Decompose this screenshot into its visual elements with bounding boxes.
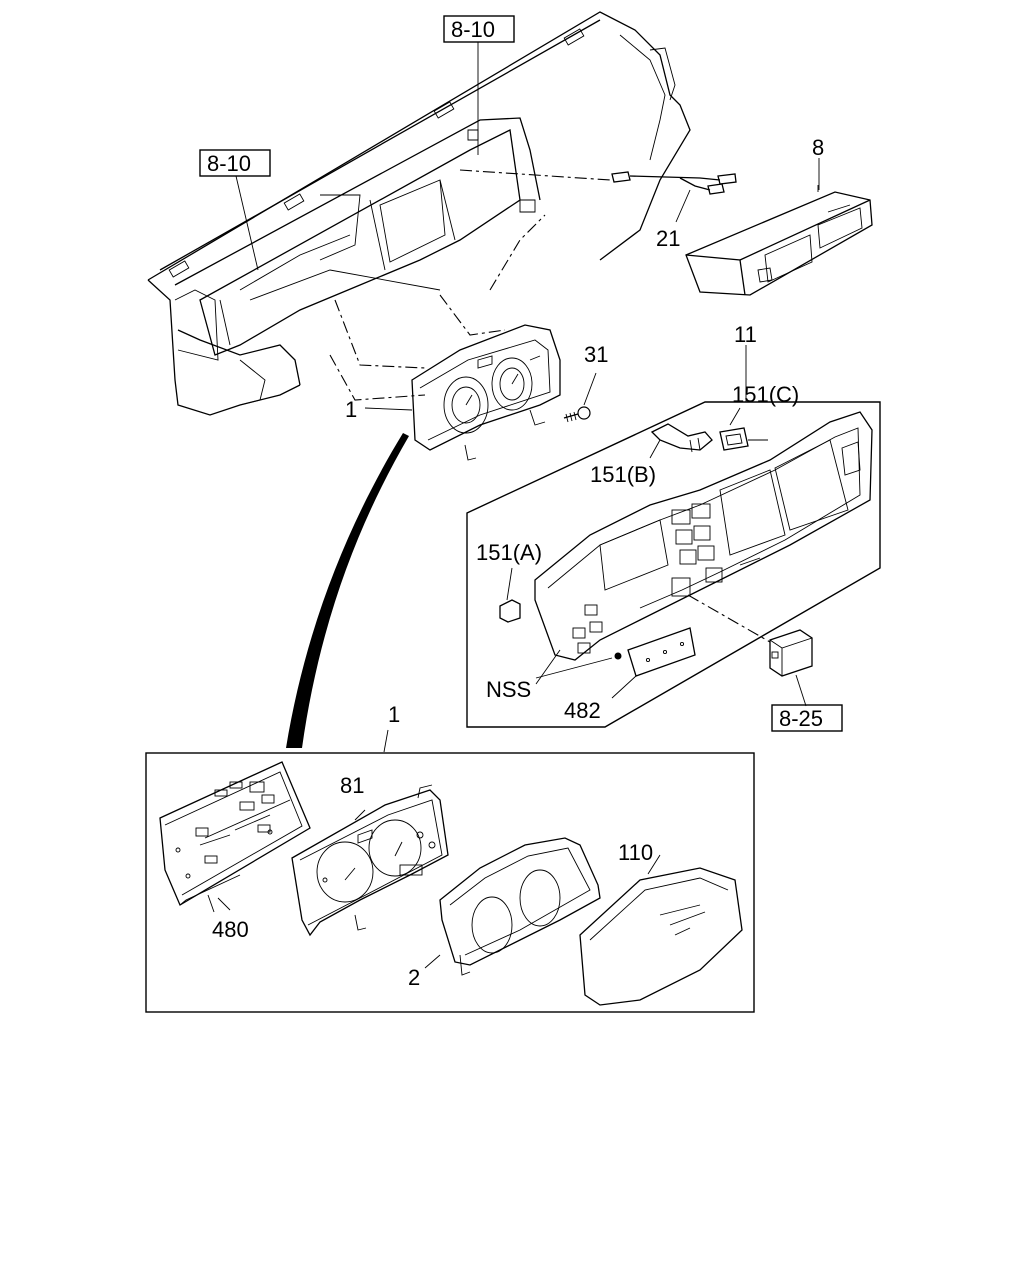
ref-box-bottom-right <box>771 704 843 732</box>
part-151b-bracket <box>649 423 713 459</box>
part-11-bezel <box>534 411 873 661</box>
part-8-radio <box>685 185 873 296</box>
part-21-harness <box>611 171 737 223</box>
part-110-lens <box>579 854 743 1006</box>
label-part-8: 8 <box>812 135 824 160</box>
label-part-2: 2 <box>408 965 420 990</box>
part-482-plate <box>611 627 696 699</box>
label-part-151b: 151(B) <box>590 462 656 487</box>
label-part-11: 11 <box>734 322 757 347</box>
label-part-110: 110 <box>618 840 653 865</box>
leader-lines-dashboard <box>329 169 611 401</box>
label-part-1-bottom: 1 <box>388 702 400 727</box>
nss-screw <box>535 649 622 685</box>
part-81-gauge-face <box>291 784 449 937</box>
ref-box-top <box>443 15 515 43</box>
part-11-group-box <box>466 401 881 728</box>
part-151c-clip <box>719 407 768 451</box>
part-31-screw <box>563 372 597 423</box>
label-part-31: 31 <box>584 342 608 367</box>
label-part-482: 482 <box>564 698 601 723</box>
label-part-81: 81 <box>340 773 364 798</box>
part-151a-clip <box>499 567 521 623</box>
exploded-group-box <box>145 729 755 1013</box>
labels: 8-10 8-10 8-25 8 21 11 31 1 151(C) 151(B… <box>199 15 843 990</box>
label-nss: NSS <box>486 677 531 702</box>
part-480-circuit-board <box>159 761 311 911</box>
label-part-1-top: 1 <box>345 397 357 422</box>
label-part-480: 480 <box>212 917 249 942</box>
label-part-21: 21 <box>656 226 680 251</box>
label-part-151a: 151(A) <box>476 540 542 565</box>
ref-box-left <box>199 149 271 177</box>
label-ref-8-10-top: 8-10 <box>451 17 495 42</box>
part-2-frame <box>439 837 601 976</box>
dashboard-drawing <box>147 11 691 416</box>
label-ref-8-25: 8-25 <box>779 706 823 731</box>
part-1-cluster-top <box>411 324 561 461</box>
callout-arrow <box>286 433 409 748</box>
leader-lines <box>207 42 820 969</box>
switch-8-25 <box>687 594 813 707</box>
label-part-151c: 151(C) <box>732 382 799 407</box>
label-ref-8-10-left: 8-10 <box>207 151 251 176</box>
